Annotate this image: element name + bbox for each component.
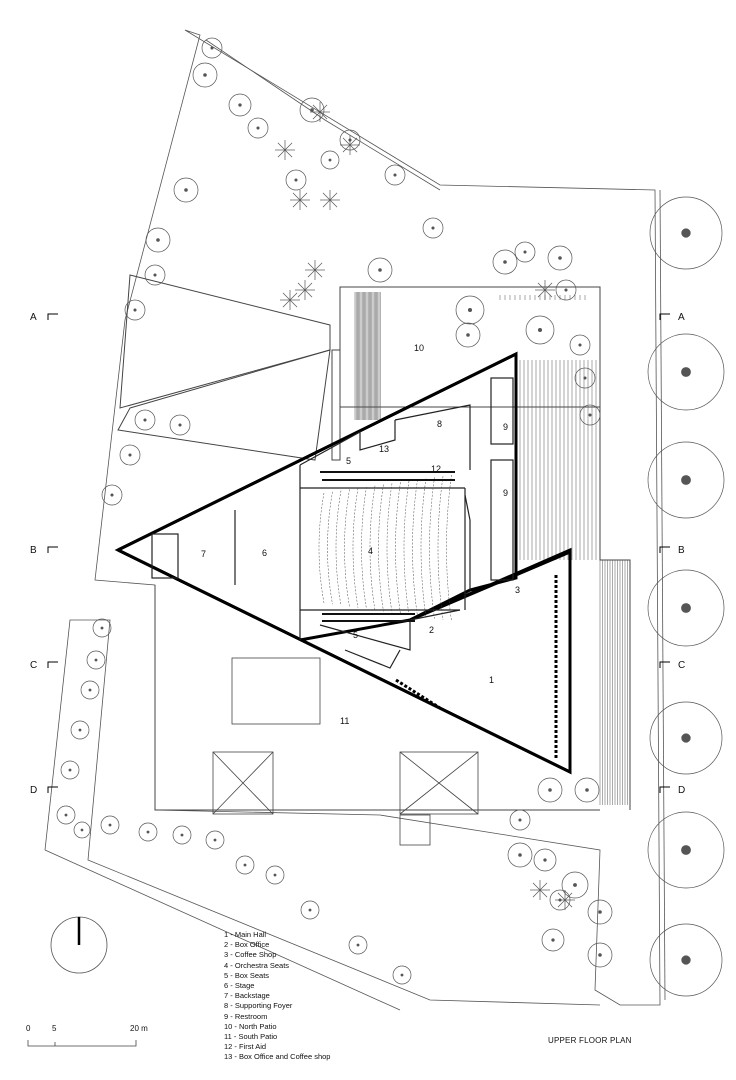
legend-item: 5 - Box Seats — [224, 970, 270, 980]
room-label-orchestra-seats: 4 — [368, 546, 374, 556]
main-wall-outline — [117, 351, 572, 775]
legend-item: 12 - First Aid — [224, 1042, 267, 1052]
legend-item: 13 - Box Office and Coffee shop — [224, 1052, 331, 1062]
room-label-backstage: 7 — [201, 549, 207, 559]
section-markers — [47, 313, 670, 793]
legend-item: 1 - Main Hall — [224, 930, 267, 939]
scale-bar — [27, 1040, 137, 1047]
room-label-first-aid: 12 — [431, 464, 442, 474]
south-patio-features — [212, 657, 479, 846]
plan-title: UPPER FLOOR PLAN — [548, 1036, 632, 1045]
room-label-box-office: 2 — [429, 625, 435, 635]
legend-item: 11 - South Patio — [224, 1032, 278, 1042]
section-marker-d-left: D — [30, 785, 38, 796]
section-marker-c-right: C — [678, 660, 686, 671]
site-boundary — [44, 29, 666, 1011]
room-label-north-patio: 10 — [414, 343, 425, 353]
room-label-coffee-shop: 3 — [515, 585, 521, 595]
legend-item: 2 - Box Office — [224, 940, 270, 950]
legend-item: 9 - Restroom — [224, 1011, 268, 1021]
section-marker-c-left: C — [30, 660, 38, 671]
room-label-south-patio: 11 — [340, 716, 350, 726]
legend-item: 3 - Coffee Shop — [224, 950, 277, 960]
room-label-supporting-foyer: 8 — [437, 419, 443, 429]
legend-item: 4 - Orchestra Seats — [224, 960, 290, 970]
section-marker-b-left: B — [30, 545, 37, 556]
dashed-wall — [395, 575, 558, 760]
room-label-box-seats-north: 5 — [346, 456, 352, 466]
room-label-box-seats-south: 5 — [353, 630, 359, 640]
room-label-main-hall: 1 — [489, 675, 495, 685]
legend-item: 10 - North Patio — [224, 1021, 277, 1031]
orchestra-seating — [318, 474, 452, 622]
scale-label-five: 5 — [52, 1024, 57, 1033]
room-label-box-office-coffee: 13 — [379, 444, 390, 454]
room-label-restroom-south: 9 — [503, 488, 509, 498]
box-seats-rows — [320, 471, 455, 622]
section-marker-b-right: B — [678, 545, 685, 556]
interior-partitions — [151, 377, 514, 669]
room-legend: 1 - Main Hall 2 - Box Office 3 - Coffee … — [224, 930, 330, 1063]
legend-item: 7 - Backstage — [224, 991, 270, 1001]
room-label-stage: 6 — [262, 548, 268, 558]
trees — [56, 37, 725, 997]
legend-item: 8 - Supporting Foyer — [224, 1001, 293, 1011]
room-label-restroom-north: 9 — [503, 422, 509, 432]
section-marker-a-right: A — [678, 312, 685, 323]
scale-label-zero: 0 — [26, 1024, 31, 1033]
stair-hatching — [354, 292, 628, 805]
scale-label-twenty: 20 m — [130, 1024, 148, 1033]
north-arrow-icon — [50, 916, 108, 974]
section-marker-d-right: D — [678, 785, 686, 796]
section-marker-a-left: A — [30, 312, 37, 323]
legend-item: 6 - Stage — [224, 981, 255, 991]
